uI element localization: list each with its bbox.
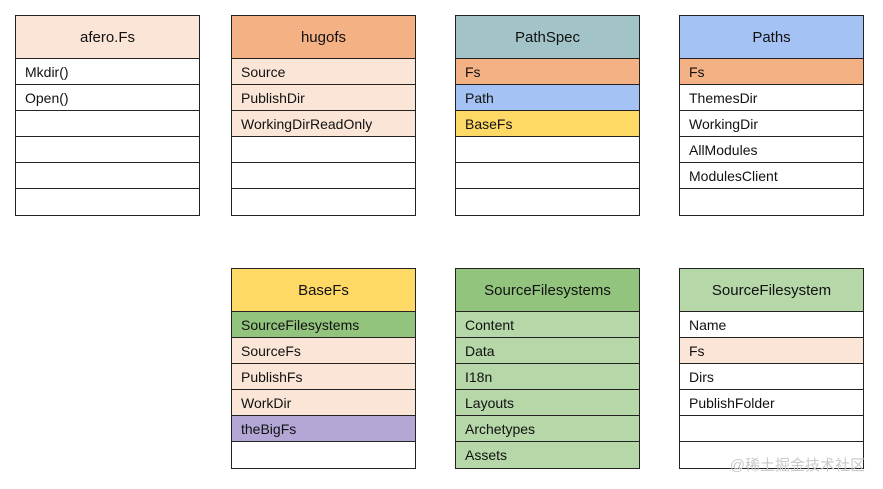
table-row: theBigFs [232, 416, 415, 442]
table-row: ThemesDir [680, 85, 863, 111]
table-row [16, 137, 199, 163]
table-row [680, 416, 863, 442]
table-header: SourceFilesystems [456, 269, 639, 312]
table-row: Fs [456, 59, 639, 85]
table-row: Data [456, 338, 639, 364]
table-row: SourceFilesystems [232, 312, 415, 338]
table-header: SourceFilesystem [680, 269, 863, 312]
table-row: Layouts [456, 390, 639, 416]
table-row [456, 163, 639, 189]
table-header: PathSpec [456, 16, 639, 59]
table-row [16, 163, 199, 189]
watermark: @稀土掘金技术社区 [729, 457, 865, 474]
table-row: SourceFs [232, 338, 415, 364]
table-row: WorkingDirReadOnly [232, 111, 415, 137]
table-row [232, 442, 415, 468]
table-row: BaseFs [456, 111, 639, 137]
table-row [680, 442, 863, 468]
table-row [16, 189, 199, 215]
table-row: Mkdir() [16, 59, 199, 85]
table-row [232, 163, 415, 189]
table-row: ModulesClient [680, 163, 863, 189]
table-row [16, 111, 199, 137]
table-row: Content [456, 312, 639, 338]
table-row: Assets [456, 442, 639, 468]
table-row [456, 137, 639, 163]
table-row [232, 189, 415, 215]
table-row: PublishFolder [680, 390, 863, 416]
table-header: BaseFs [232, 269, 415, 312]
table-row: AllModules [680, 137, 863, 163]
table-row: Fs [680, 59, 863, 85]
table-row: WorkingDir [680, 111, 863, 137]
table-row: Dirs [680, 364, 863, 390]
table-header: Paths [680, 16, 863, 59]
table-row: PublishFs [232, 364, 415, 390]
table-row: I18n [456, 364, 639, 390]
table-row [456, 189, 639, 215]
table-row: Path [456, 85, 639, 111]
table-row: Archetypes [456, 416, 639, 442]
table-row: Source [232, 59, 415, 85]
table-header: hugofs [232, 16, 415, 59]
table-row: Name [680, 312, 863, 338]
table-row: PublishDir [232, 85, 415, 111]
table-header: afero.Fs [16, 16, 199, 59]
table-row [232, 137, 415, 163]
table-row: WorkDir [232, 390, 415, 416]
table-row [680, 189, 863, 215]
table-row: Open() [16, 85, 199, 111]
table-row: Fs [680, 338, 863, 364]
